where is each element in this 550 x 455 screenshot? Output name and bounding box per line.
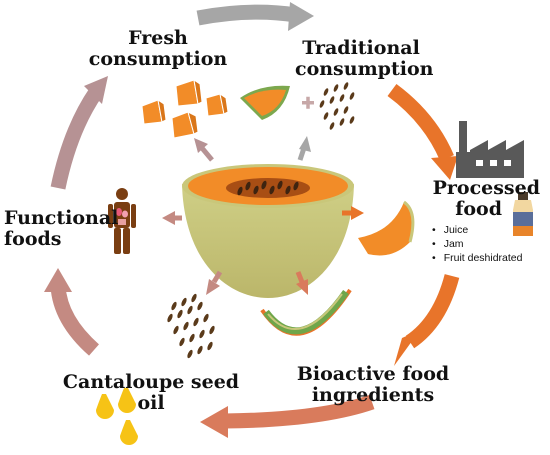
inner-arrow-to-functional [162, 211, 182, 225]
cycle-arrow-right-upper [387, 83, 458, 180]
melon-cube-icon [141, 78, 229, 139]
melon-slice-icon [240, 85, 290, 120]
label-bioactive-line1: Bioactive food [296, 363, 450, 385]
inner-arrow-to-fresh [194, 138, 214, 162]
cycle-arrow-left-lower [44, 268, 100, 356]
label-seed-oil-line1: Cantaloupe seed [62, 371, 240, 393]
cycle-arrow-left-upper [50, 76, 108, 190]
oil-drop-icon [96, 388, 138, 445]
inner-arrow-to-processed [342, 206, 364, 220]
processed-products-list: Juice Jam Fruit deshidrated [432, 223, 523, 265]
label-processed-food: Processed food [404, 178, 540, 220]
label-fresh-line2: consumption [88, 48, 228, 70]
inner-arrow-to-seed-oil [206, 270, 223, 295]
processed-melon-slice-icon [358, 200, 415, 256]
label-traditional-line1: Traditional [302, 37, 420, 59]
label-bioactive-line2: ingredients [311, 384, 435, 406]
product-item: Fruit deshidrated [432, 251, 523, 265]
label-processed-line2: food [455, 198, 502, 220]
seeds-pile-icon [167, 293, 215, 359]
label-seed-oil-line2: oil [137, 392, 165, 414]
label-fresh-consumption: Fresh consumption [88, 28, 228, 70]
label-functional-line1: Functional [4, 207, 119, 229]
label-traditional-consumption: Traditional consumption [295, 37, 434, 80]
seeds-icon [319, 82, 355, 130]
label-cantaloupe-seed-oil: Cantaloupe seed oil [58, 372, 244, 414]
label-functional-line2: foods [4, 228, 62, 250]
cycle-arrow-top [196, 2, 314, 31]
inner-arrow-to-bioactive [295, 271, 308, 295]
plus-icon [302, 96, 314, 109]
product-item: Juice [432, 223, 522, 237]
label-functional-foods: Functional foods [4, 207, 119, 250]
cycle-arrow-bottom [200, 394, 375, 438]
melon-rind-icon [260, 288, 352, 336]
label-bioactive-food-ingredients: Bioactive food ingredients [292, 364, 454, 406]
inner-arrow-to-traditional [297, 136, 311, 161]
person-organs-icon [108, 188, 136, 254]
melon-half-icon [182, 164, 354, 298]
label-processed-line1: Processed [432, 177, 540, 199]
label-traditional-line2: consumption [295, 58, 434, 80]
label-fresh-line1: Fresh [128, 27, 188, 49]
factory-icon [456, 121, 524, 178]
cycle-arrow-right-lower [394, 274, 460, 366]
product-item: Jam [432, 237, 522, 251]
